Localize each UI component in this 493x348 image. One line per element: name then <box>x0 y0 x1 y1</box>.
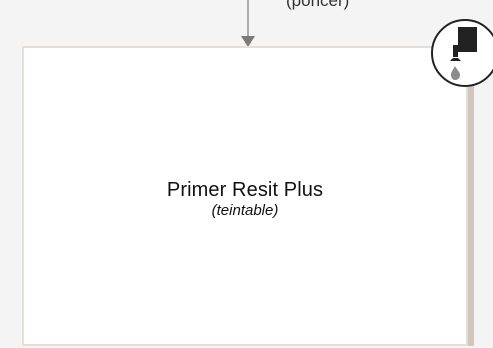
product-name: Primer Resit Plus <box>166 179 324 201</box>
product-text-group: Primer Resit Plus (teintable) <box>24 178 466 220</box>
arrow-down-icon <box>241 0 255 47</box>
product-card: Primer Resit Plus (teintable) <box>22 46 468 346</box>
product-note: (teintable) <box>211 202 279 219</box>
paint-bucket-icon <box>431 19 493 87</box>
previous-step-label: (poncer) <box>286 0 350 10</box>
